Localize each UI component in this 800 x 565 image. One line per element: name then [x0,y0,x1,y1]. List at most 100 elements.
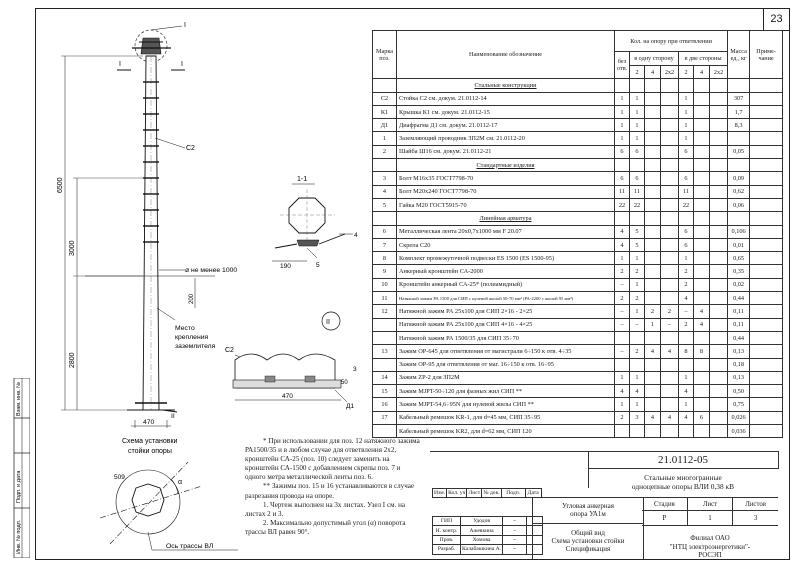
col-sign: Подп. [500,487,526,499]
count-cell [708,357,729,372]
count-cell [644,384,661,399]
mass: 0,75 [727,397,751,412]
item-name: Болт М20х240 ГОСТ7798-70 [396,184,615,199]
scheme-title-1: Схема установки [122,438,178,445]
count-cell: 1 [629,104,645,120]
count-cell [693,131,710,146]
mass: 0,09 [727,171,751,186]
role: Н. контр. [432,525,461,536]
note-cell [749,144,784,160]
count-cell: 4 [693,304,710,319]
mark: 12 [372,304,397,319]
title-line-1: Стальные многогранные [644,473,722,482]
detail-470: 470 [282,393,293,400]
count-cell [693,264,710,279]
count-cell: 5 [629,237,645,253]
count-cell [660,91,679,106]
note-cell [749,171,784,186]
count-cell [629,357,645,372]
count-cell [708,424,729,439]
scheme-alpha: α [178,479,182,486]
header-two-sides: в две стороны [677,51,729,66]
stage-label: Стадия [642,498,688,511]
count-cell: 2 [614,410,630,426]
count-cell: 2 [678,317,694,332]
count-cell [660,197,679,213]
count-cell [693,197,710,213]
note-1: * При использовании для поз. 12 натяжног… [245,437,420,482]
scheme-title-2: стойки опоры [128,447,172,455]
section-title: 1-1 [297,176,307,183]
dim-2800: 2800 [69,352,76,368]
mark: 4 [372,184,397,199]
note-cell [749,370,784,386]
count-cell [660,357,679,372]
role: ГИП [432,515,461,527]
mass: 0,01 [727,237,751,253]
pole-elevation-drawing: I I I C2 6500 3000 2800 ⌀ не менее 1000 … [57,22,358,428]
dim-200: 200 [189,293,195,304]
count-cell [693,224,710,239]
count-cell [693,104,710,120]
count-cell [614,330,630,346]
revision-area [430,451,589,488]
header-mark: Марка поз. [372,29,397,80]
count-cell [660,184,679,199]
count-cell: 1 [629,118,645,133]
count-cell: 4 [629,384,645,399]
item-name: Металлическая лента 20х0,7х1000 мм F 20.… [396,224,615,239]
count-cell [660,144,679,160]
detail-50: 50 [341,380,348,386]
count-cell [644,184,661,199]
sub1-line-2: опора УА1м [570,510,606,518]
mark [372,317,397,332]
count-cell: – [678,304,694,319]
stamp-sign-date: Подп. и дата [16,470,22,503]
count-cell: 6 [678,171,694,186]
section-4: 4 [354,232,358,239]
mark: 5 [372,197,397,213]
person: Удодов [459,515,504,527]
count-cell: 6 [678,224,694,239]
count-cell: – [614,317,630,332]
sheet-value: 1 [686,510,734,526]
count-cell [629,330,645,346]
header-note: Приме-чание [749,29,784,80]
mark: 11 [372,291,397,306]
count-cell: – [660,317,679,332]
count-cell: 1 [629,397,645,412]
note-cell [749,184,784,199]
count-cell: 4 [693,317,710,332]
count-cell: 5 [629,224,645,239]
role: Разраб. [432,544,461,555]
mass: 0,11 [727,317,751,332]
note-cell [749,131,784,146]
mark: Д1 [372,118,397,133]
count-cell [644,277,661,293]
count-cell: 1 [678,397,694,412]
person: Калабашкина А. [459,544,504,555]
note-4: 2. Максимально допустимый угол (α) повор… [245,518,406,536]
mass: 0,026 [727,410,751,426]
sheets-label: Листов [732,498,778,511]
item-name: Заземляющий проводник ЗП2М см. 21.0112-2… [396,131,615,146]
count-cell [708,171,729,186]
mass: 0,05 [727,144,751,160]
note-cell [749,224,784,239]
item-name: Натяжной зажим РА 25х100 для СИП 4×16 - … [396,317,615,332]
count-cell [660,118,679,133]
label-C2-mid: C2 [186,145,195,152]
note-cell [749,384,784,399]
header-count-group: Кол. на опору при ответвлении [613,30,729,52]
count-cell [693,424,710,439]
note-cell [749,251,784,266]
signature: ~ [502,544,528,555]
sub2-line-1: Общий вид [571,529,605,537]
